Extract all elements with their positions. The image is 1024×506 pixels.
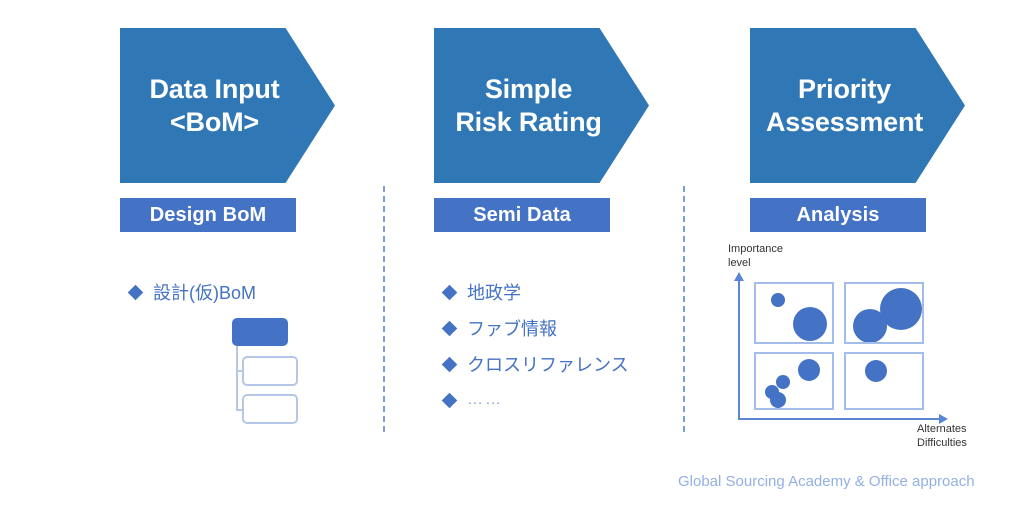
list-item-label: クロスリファレンス — [467, 355, 629, 375]
tree-node-child-2 — [242, 394, 298, 424]
diamond-bullet-icon — [441, 320, 458, 336]
diamond-bullet-icon — [441, 392, 458, 408]
column-risk-rating: Simple Risk Rating Semi Data 地政学 ファブ情報 ク… — [370, 0, 700, 506]
label-bar-design-bom[interactable]: Design BoM — [120, 198, 296, 232]
tree-node-root — [232, 318, 288, 346]
bubble-marker — [771, 293, 785, 307]
footer-credit: Global Sourcing Academy & Office approac… — [678, 473, 975, 490]
list-item-label: 地政学 — [467, 283, 521, 303]
list-item[interactable]: ファブ情報 — [441, 316, 629, 340]
bubble-marker — [793, 307, 827, 341]
label-bar-semi-data[interactable]: Semi Data — [434, 198, 610, 232]
bubble-marker — [770, 392, 786, 408]
bubble-matrix-chart: Importance level Alternates Difficulties — [728, 242, 998, 449]
quadrant-top-right[interactable] — [844, 282, 924, 344]
column-divider-1 — [383, 186, 385, 432]
tree-branch-line-2 — [236, 409, 244, 411]
bullet-list-data-input: 設計(仮)BoM — [127, 280, 256, 316]
list-item[interactable]: クロスリファレンス — [441, 352, 629, 376]
column-divider-2 — [683, 186, 685, 432]
x-axis-arrow-icon — [939, 414, 948, 424]
y-axis-arrow-icon — [734, 272, 744, 281]
y-axis-line — [738, 280, 740, 420]
y-axis-label: Importance level — [728, 243, 784, 270]
bubble-marker — [798, 359, 820, 381]
diamond-bullet-icon — [127, 284, 144, 300]
quadrant-bottom-right[interactable] — [844, 352, 924, 410]
quadrant-top-left[interactable] — [754, 282, 834, 344]
list-item-label: 設計(仮)BoM — [153, 283, 256, 303]
bom-tree-diagram — [180, 318, 310, 428]
chevron-banner-data-input[interactable]: Data Input <BoM> — [120, 28, 335, 183]
x-axis-label: Alternates Difficulties — [917, 423, 967, 450]
label-bar-text: Design BoM — [149, 203, 267, 226]
bubble-marker — [865, 360, 887, 382]
label-bar-analysis[interactable]: Analysis — [750, 198, 926, 232]
bubble-marker — [776, 375, 790, 389]
label-bar-text: Semi Data — [473, 203, 571, 226]
tree-branch-line-1 — [236, 370, 244, 372]
chevron-title: Priority Assessment — [765, 73, 924, 137]
column-data-input: Data Input <BoM> Design BoM 設計(仮)BoM — [56, 0, 386, 506]
chevron-title: Simple Risk Rating — [455, 73, 602, 137]
list-item-label: …… — [467, 391, 503, 408]
diamond-bullet-icon — [441, 284, 458, 300]
list-item[interactable]: 地政学 — [441, 280, 629, 304]
chevron-banner-risk-rating[interactable]: Simple Risk Rating — [434, 28, 649, 183]
tree-trunk-line — [236, 346, 238, 411]
bullet-list-risk-rating: 地政学 ファブ情報 クロスリファレンス …… — [441, 280, 629, 424]
column-priority-assessment: Priority Assessment Analysis Importance … — [686, 0, 1016, 506]
list-item-label: ファブ情報 — [467, 319, 557, 339]
diamond-bullet-icon — [441, 356, 458, 372]
list-item[interactable]: …… — [441, 388, 629, 412]
chevron-title: Data Input <BoM> — [149, 73, 280, 137]
label-bar-text: Analysis — [796, 203, 880, 226]
bubble-marker — [880, 288, 922, 330]
quadrant-bottom-left[interactable] — [754, 352, 834, 410]
tree-node-child-1 — [242, 356, 298, 386]
chevron-banner-priority-assessment[interactable]: Priority Assessment — [750, 28, 965, 183]
list-item[interactable]: 設計(仮)BoM — [127, 280, 256, 304]
x-axis-line — [738, 418, 941, 420]
